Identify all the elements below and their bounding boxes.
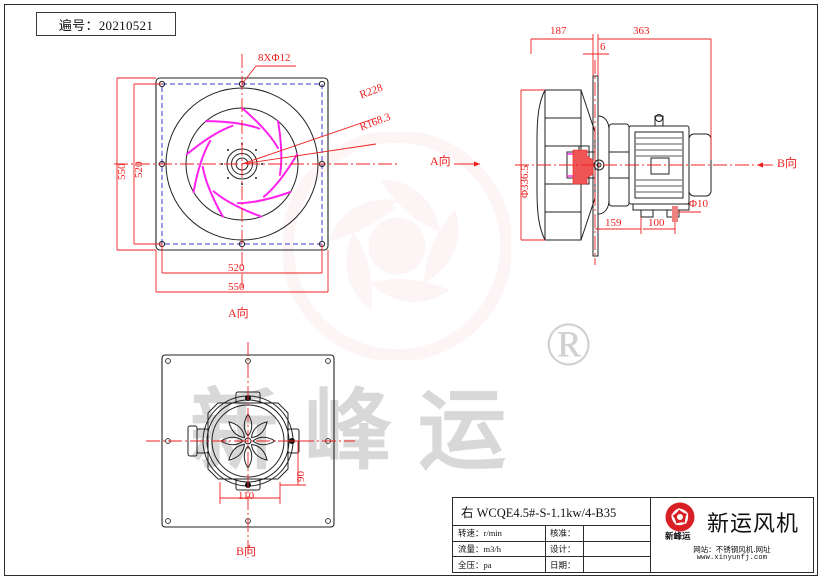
side-view-arrow-label: B向 — [777, 156, 798, 170]
side-dim-base-offset: 159 — [605, 217, 622, 229]
spec-flow-label: 流量：m3/h — [453, 541, 546, 557]
bottom-dim-horizontal: 110 — [238, 490, 255, 502]
spec-date-label: 日期： — [546, 557, 584, 573]
title-block-brand: 新峰运 新运风机 网站：不锈钢风机.网址 www.xinyunfj.com — [651, 498, 813, 572]
serial-number-text: 遍号：20210521 — [58, 17, 154, 33]
spec-speed-label: 转速：r/min — [453, 526, 546, 541]
side-dim-base-span: 100 — [648, 217, 665, 229]
title-block: 右 WCQE4.5#-S-1.1kw/4-B35 转速：r/min 核准： 流量… — [452, 497, 814, 573]
side-dim-bolt-hole: Φ10 — [689, 198, 709, 210]
title-block-spec-table: 右 WCQE4.5#-S-1.1kw/4-B35 转速：r/min 核准： 流量… — [453, 498, 651, 573]
side-dim-left-span: 187 — [550, 25, 567, 37]
front-view-arrow-label: A向 — [430, 154, 451, 168]
bottom-view-caption: B向 — [236, 544, 257, 558]
brand-logo: 新峰运 — [665, 502, 701, 542]
table-row: 全压：pa 日期： — [453, 557, 650, 573]
side-view-drawing — [515, 34, 773, 265]
front-view-drawing — [114, 54, 480, 293]
spec-approved-label: 核准： — [546, 526, 584, 541]
brand-name: 新运风机 — [706, 512, 799, 537]
front-dim-width-inner: 520 — [228, 262, 245, 274]
spec-designer-value[interactable] — [584, 542, 650, 557]
side-dim-right-span: 363 — [633, 25, 650, 37]
sheet-border — [4, 4, 818, 576]
brand-website-url: www.xinyunfj.com — [696, 554, 768, 563]
serial-number-box: 遍号：20210521 — [36, 12, 176, 36]
bottom-view-drawing — [146, 342, 355, 558]
side-dim-plate-thickness: 6 — [600, 41, 606, 53]
brand-website: 网站：不锈钢风机.网址 www.xinyunfj.com — [693, 545, 770, 563]
brand-sub-mark: 新峰运 — [664, 532, 691, 542]
model-designation: 右 WCQE4.5#-S-1.1kw/4-B35 — [453, 498, 650, 526]
spec-approved-value[interactable] — [584, 526, 650, 541]
front-dim-height-inner: 520 — [133, 161, 145, 179]
bottom-dim-vertical: 90 — [295, 471, 307, 482]
brand-row: 新峰运 新运风机 — [665, 502, 799, 542]
brand-website-line1: 网站：不锈钢风机.网址 — [693, 545, 771, 554]
side-view: 187 363 6 Φ336.5 159 100 Φ10 B向 — [505, 20, 820, 270]
company-impeller-icon — [665, 502, 695, 532]
front-dim-width-outer: 550 — [228, 281, 245, 293]
front-view: 8XΦ12 R228 R168.3 550 520 520 550 A向 A向 — [100, 40, 500, 340]
front-dim-height-outer: 550 — [116, 163, 128, 181]
bottom-view: 90 110 B向 — [140, 330, 400, 580]
spec-designer-label: 设计： — [546, 541, 584, 557]
front-hole-pattern-label: 8XΦ12 — [258, 52, 291, 64]
table-row: 流量：m3/h 设计： — [453, 541, 650, 558]
table-row: 转速：r/min 核准： — [453, 526, 650, 542]
spec-date-value[interactable] — [584, 557, 650, 572]
side-dim-impeller-diameter: Φ336.5 — [519, 165, 531, 198]
front-view-caption: A向 — [228, 306, 249, 320]
spec-pressure-label: 全压：pa — [453, 557, 546, 573]
